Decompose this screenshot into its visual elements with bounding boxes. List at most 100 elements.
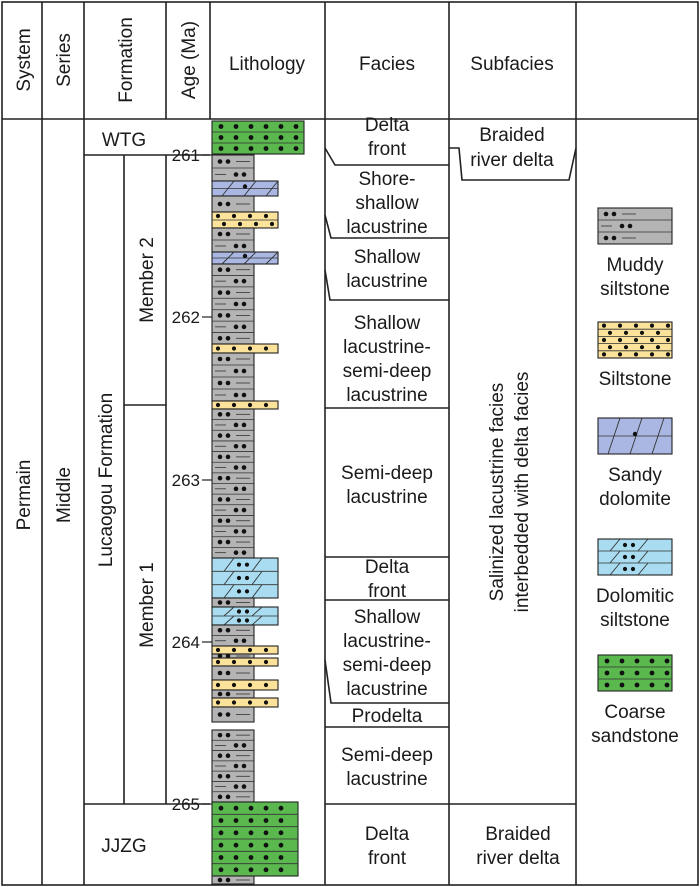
lithology-bed-muddy <box>211 729 255 803</box>
legend-label: dolomite <box>599 489 671 510</box>
subfacies-top-line1: Braided <box>479 125 545 146</box>
lithology-bed-sandydol <box>211 180 279 197</box>
legend-label: Dolomitic <box>596 586 674 607</box>
lithology-column <box>211 120 305 885</box>
formation-jjzg: JJZG <box>101 836 146 857</box>
lithology-bed-muddy <box>211 875 255 885</box>
lithology-bed-muddy <box>211 195 255 213</box>
lithology-bed-muddy <box>211 665 255 681</box>
member-2: Member 2 <box>137 237 158 323</box>
facies-label: front <box>368 139 407 160</box>
legend-label: Siltstone <box>599 369 672 390</box>
member-1: Member 1 <box>137 562 158 648</box>
legend-label: siltstone <box>600 610 670 631</box>
lithology-bed-muddy <box>211 408 255 559</box>
lithology-bed-doldsilt <box>597 538 673 576</box>
formation-lucaogou: Lucaogou Formation <box>96 393 117 567</box>
header-facies: Facies <box>359 54 415 75</box>
facies-label: Shore- <box>358 169 415 190</box>
lithology-bed-sandydol <box>597 417 673 455</box>
formation-wtg: WTG <box>102 130 146 151</box>
lithology-bed-sandydol <box>211 251 279 265</box>
facies-label: Semi-deep <box>341 745 433 766</box>
lithology-bed-muddy <box>211 154 255 182</box>
series-label: Middle <box>54 467 75 523</box>
age-tick-label: 263 <box>172 471 200 490</box>
facies-label: Delta <box>365 115 410 136</box>
age-tick-label: 261 <box>172 146 200 165</box>
subfacies-bottom-line1: Braided <box>485 824 551 845</box>
facies-label: Delta <box>365 824 410 845</box>
lithology-bed-muddy <box>211 706 255 723</box>
lithology-bed-silt <box>211 679 279 691</box>
header-age: Age (Ma) <box>179 21 200 99</box>
facies-label: Shallow <box>354 247 421 268</box>
subfacies-middle-line2: interbedded with delta facies <box>512 372 533 613</box>
system-label: Permain <box>14 460 35 531</box>
lithology-bed-muddy <box>211 624 255 647</box>
legend-label: Muddy <box>606 255 664 276</box>
lithology-bed-silt <box>597 321 673 359</box>
header-subfacies: Subfacies <box>470 54 553 75</box>
legend-item-muddy: Muddy siltstone <box>597 207 673 300</box>
column-headers: System Series Formation Age (Ma) Litholo… <box>14 17 554 103</box>
facies-label: Delta <box>365 557 410 578</box>
lithology-bed-muddy <box>211 263 255 345</box>
subfacies-labels: Braided river delta Salinized lacustrine… <box>470 125 560 869</box>
facies-label: semi-deep <box>343 655 432 676</box>
lithology-bed-silt <box>211 645 279 655</box>
legend-label: sandstone <box>591 726 679 747</box>
lithology-bed-muddy <box>597 207 673 245</box>
facies-label: lacustrine <box>346 769 427 790</box>
lithology-bed-silt <box>211 657 279 667</box>
lithology-bed-muddy <box>211 689 255 699</box>
lithology-bed-coarse <box>597 654 673 692</box>
header-lithology: Lithology <box>229 54 306 75</box>
facies-label: front <box>368 581 407 602</box>
header-formation: Formation <box>116 17 137 103</box>
legend-item-sandydol: Sandy dolomite <box>597 417 673 510</box>
lithology-bed-muddy <box>211 227 255 253</box>
facies-label: lacustrine <box>346 385 427 406</box>
age-tick-label: 262 <box>172 308 200 327</box>
subfacies-top-line2: river delta <box>470 150 554 171</box>
legend: MuddysiltstoneSiltstoneSandydolomiteDolo… <box>591 207 679 747</box>
facies-label: Shallow <box>354 313 421 334</box>
legend-item-coarse: Coarse sandstone <box>591 654 679 747</box>
facies-label: lacustrine <box>346 487 427 508</box>
legend-label: Sandy <box>608 465 662 486</box>
age-tick-label: 264 <box>172 633 200 652</box>
lithology-bed-coarse <box>211 120 305 155</box>
facies-label: front <box>368 848 407 869</box>
facies-label: lacustrine <box>346 271 427 292</box>
legend-label: siltstone <box>600 279 670 300</box>
legend-item-doldsilt: Dolomitic siltstone <box>596 538 674 631</box>
lithology-bed-silt <box>211 400 279 410</box>
lithology-bed-coarse <box>211 801 299 877</box>
lithology-bed-muddy <box>211 352 255 402</box>
legend-label: Coarse <box>604 702 665 723</box>
lithology-bed-muddy <box>211 597 255 608</box>
lithology-bed-doldsilt <box>211 606 279 626</box>
facies-label: shallow <box>355 193 419 214</box>
facies-label: Prodelta <box>352 706 423 727</box>
age-tick-label: 265 <box>172 795 200 814</box>
facies-labels: DeltafrontShore-shallowlacustrineShallow… <box>341 115 433 869</box>
lithology-bed-silt <box>211 211 279 229</box>
facies-label: semi-deep <box>343 361 432 382</box>
facies-boundaries <box>324 147 449 805</box>
lithology-bed-silt <box>211 343 279 354</box>
facies-label: Shallow <box>354 607 421 628</box>
legend-item-silt: Siltstone <box>597 321 673 390</box>
lithology-bed-silt <box>211 697 279 708</box>
age-ticks: 261 262 263 264 265 <box>172 146 212 814</box>
facies-label: lacustrine- <box>343 337 431 358</box>
header-series: Series <box>54 33 75 87</box>
subfacies-bottom-line2: river delta <box>476 848 560 869</box>
header-system: System <box>14 28 35 91</box>
facies-label: lacustrine- <box>343 631 431 652</box>
facies-label: lacustrine <box>346 217 427 238</box>
facies-label: lacustrine <box>346 679 427 700</box>
